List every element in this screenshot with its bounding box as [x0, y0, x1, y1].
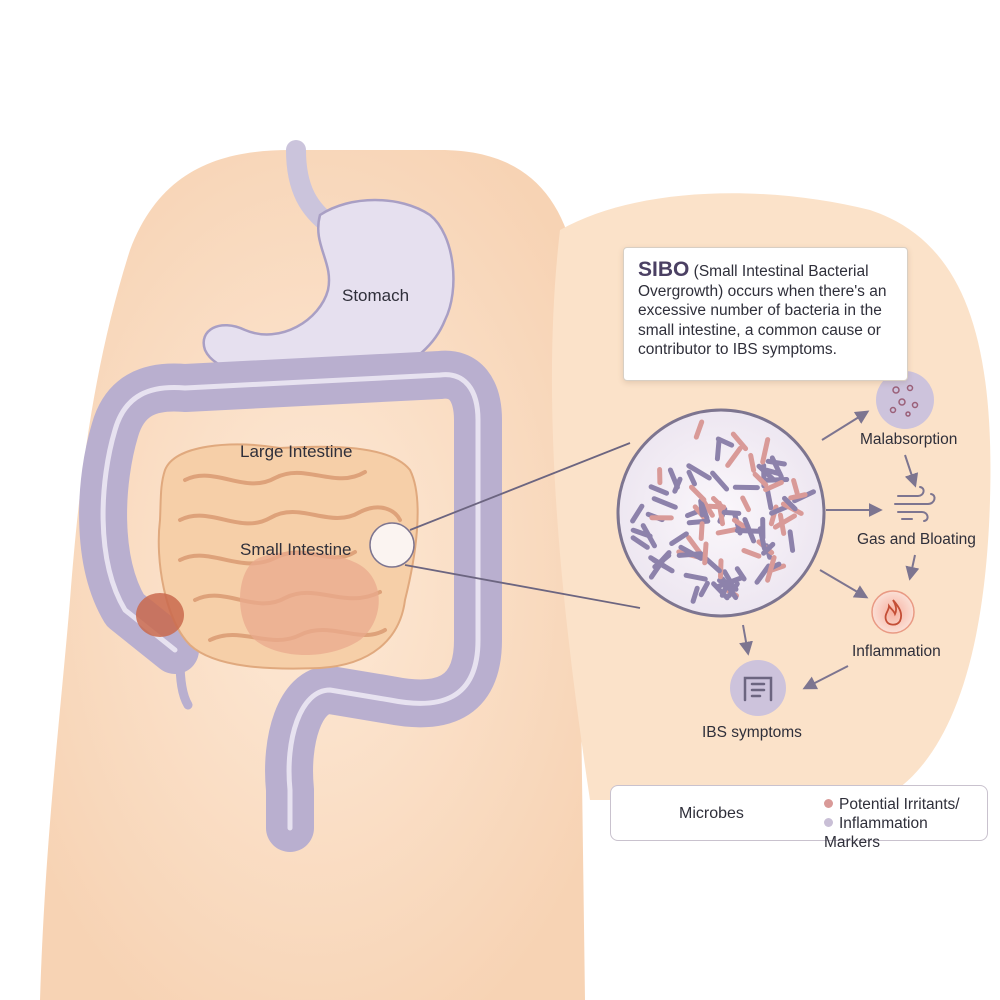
- stomach-label: Stomach: [342, 286, 410, 305]
- gas-bloating-label: Gas and Bloating: [857, 531, 976, 548]
- microbe: [765, 487, 774, 511]
- microbe: [730, 431, 749, 452]
- magnifier-source: [369, 522, 415, 568]
- microbe-cluster: [630, 419, 816, 604]
- microbe: [651, 496, 678, 510]
- microbe: [676, 551, 704, 558]
- microbe: [725, 445, 743, 468]
- microbe: [769, 455, 784, 480]
- microbe: [777, 512, 787, 536]
- arrow-inflammation-to-ibs: [802, 665, 849, 690]
- microbe: [648, 484, 670, 496]
- microbe: [707, 503, 727, 510]
- microbe: [689, 484, 707, 503]
- microbe: [693, 419, 705, 440]
- microbe: [630, 535, 650, 550]
- legend-irritants-line2: Inflammation Markers: [824, 815, 928, 851]
- wind-icon: [894, 486, 936, 522]
- microbe: [791, 478, 800, 496]
- sibo-text-line2: Overgrowth) occurs when there's an: [638, 282, 887, 300]
- microbe: [752, 471, 769, 488]
- microbe: [719, 577, 732, 598]
- zoom-line-bottom: [404, 564, 641, 609]
- microbe: [760, 437, 771, 465]
- microbe: [764, 477, 790, 483]
- legend-microbes-label: Microbes: [679, 805, 744, 822]
- sibo-title: SIBO: [638, 258, 690, 281]
- microbe: [630, 527, 653, 539]
- sibo-text-line3: excessive number of bacteria in the: [638, 302, 882, 319]
- microbe: [701, 499, 715, 518]
- zoom-line-top: [409, 442, 631, 531]
- appendix: [175, 655, 193, 710]
- inflammation-label: Inflammation: [852, 643, 941, 660]
- microbe: [761, 541, 776, 556]
- colon-inner-line: [100, 372, 481, 831]
- microbe: [698, 580, 710, 598]
- microbe: [630, 503, 645, 524]
- microbe: [734, 528, 761, 534]
- microbe: [686, 469, 697, 487]
- microbe: [710, 470, 730, 492]
- microbe: [648, 556, 667, 580]
- microbe: [651, 557, 675, 574]
- cecum-inflammation: [136, 593, 184, 637]
- sibo-info-box: SIBO (Small Intestinal Bacterial Overgro…: [623, 247, 908, 381]
- microbe: [721, 509, 742, 516]
- legend-irritants: Potential Irritants/ Inflammation Marker…: [824, 795, 987, 852]
- ibs-symptoms-label: IBS symptoms: [702, 724, 802, 741]
- arrow-to-ibs: [739, 624, 753, 656]
- microbe: [731, 517, 750, 532]
- microbe: [672, 476, 683, 494]
- legend: Microbes Potential Irritants/ Inflammati…: [610, 785, 988, 851]
- microbe: [690, 585, 700, 604]
- microbe: [698, 498, 705, 518]
- sibo-text-line5: contributor to IBS symptoms.: [638, 341, 837, 358]
- microbe: [686, 518, 711, 526]
- microbe: [740, 495, 751, 513]
- sibo-text-line4: small intestine, a common cause or: [638, 321, 881, 339]
- microbe: [788, 492, 808, 501]
- microbe: [763, 480, 784, 493]
- arrow-malabsorption-to-gas: [904, 454, 919, 488]
- microbe: [772, 513, 797, 530]
- intestine-icon: [730, 660, 786, 716]
- arrow-gas-to-inflammation: [905, 554, 920, 581]
- flame-icon: [871, 590, 915, 634]
- marker-dot-icon: [824, 818, 833, 827]
- microbe: [748, 452, 757, 473]
- microbe: [787, 529, 796, 553]
- arrow-to-malabsorption: [821, 410, 870, 441]
- sibo-text-line1: (Small Intestinal Bacterial: [693, 263, 869, 280]
- small-intestine-label: Small Intestine: [240, 540, 352, 559]
- irritant-dot-icon: [824, 799, 833, 808]
- malabsorption-label: Malabsorption: [860, 431, 958, 448]
- microbe: [669, 531, 689, 546]
- microbe: [714, 437, 722, 462]
- microbe: [765, 555, 777, 583]
- inflamed-segment: [240, 551, 379, 655]
- legend-irritants-line1: Potential Irritants/: [839, 796, 960, 813]
- microbe: [726, 581, 740, 599]
- microbe: [683, 572, 708, 582]
- microbe: [782, 495, 798, 512]
- large-intestine-label: Large Intestine: [240, 442, 353, 461]
- microbe: [686, 463, 712, 481]
- microbe: [741, 548, 762, 559]
- microbe: [698, 521, 705, 541]
- arrow-to-inflammation: [819, 569, 869, 599]
- particles-icon: [876, 371, 934, 429]
- microbe: [702, 541, 709, 566]
